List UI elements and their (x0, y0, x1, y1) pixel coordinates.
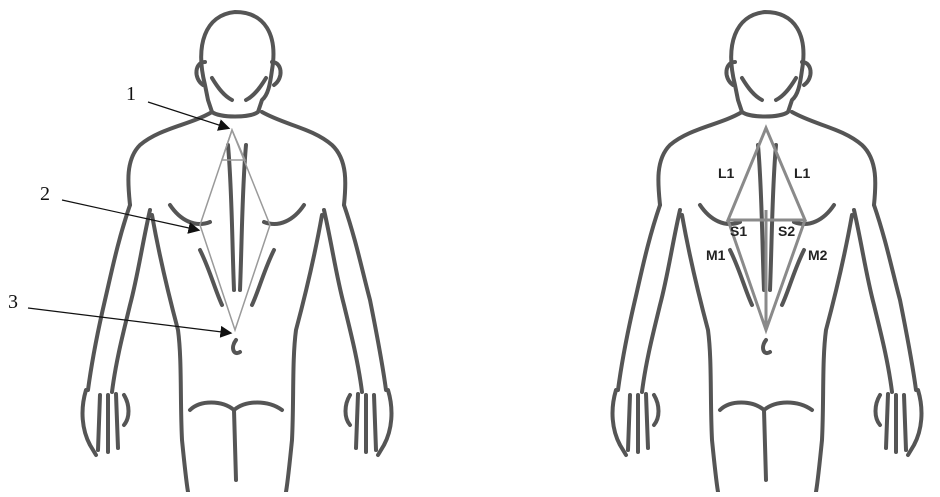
label-l1-left: L1 (718, 165, 735, 181)
left-triangle-lines (200, 130, 270, 330)
label-s1: S1 (730, 223, 747, 239)
callout-2-label: 2 (40, 183, 50, 205)
callout-3-label: 3 (8, 291, 18, 313)
left-body-figure: 1 2 3 (8, 12, 391, 492)
right-body-figure: L1 L1 S1 S2 M1 M2 (613, 12, 922, 492)
label-s2: S2 (778, 223, 795, 239)
label-m1: M1 (706, 247, 726, 263)
label-m2: M2 (808, 247, 828, 263)
label-l1-right: L1 (794, 165, 811, 181)
left-arrows (28, 102, 230, 333)
callout-1-label: 1 (126, 83, 136, 105)
